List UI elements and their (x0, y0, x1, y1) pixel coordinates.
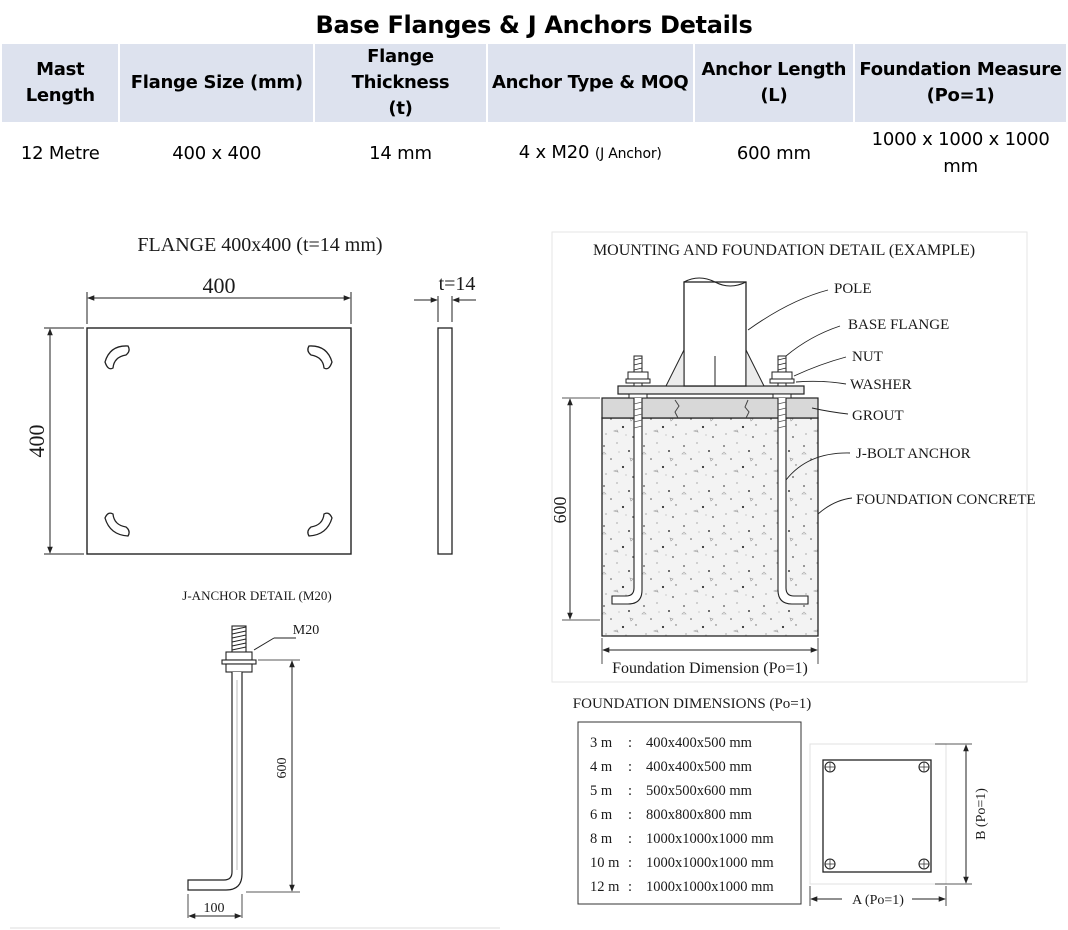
svg-text:12 m: 12 m (590, 879, 620, 895)
svg-text::: : (628, 783, 632, 799)
list-item: 5 m:500x500x600 mm (590, 783, 753, 799)
janchor-thread-label: M20 (293, 623, 319, 638)
label-base-flange: BASE FLANGE (848, 317, 949, 333)
flange-width-dim: 400 (203, 273, 236, 298)
foundation-dims-box (577, 721, 802, 905)
right-j-bolt (769, 355, 809, 605)
svg-text:400x400x500 mm: 400x400x500 mm (646, 759, 753, 775)
svg-text::: : (628, 879, 632, 895)
grout-layer (601, 397, 819, 419)
flange-slots (104, 345, 333, 537)
list-item: 4 m:400x400x500 mm (590, 759, 753, 775)
label-foundation-concrete: FOUNDATION CONCRETE (856, 492, 1036, 508)
mounting-bottom-label: Foundation Dimension (Po=1) (612, 660, 808, 677)
mounting-title: MOUNTING AND FOUNDATION DETAIL (EXAMPLE) (593, 242, 975, 259)
flange-height-dim: 400 (24, 425, 49, 458)
janchor-hook-dim: 100 (204, 901, 225, 916)
svg-text:500x500x600 mm: 500x500x600 mm (646, 783, 753, 799)
svg-text:10 m: 10 m (590, 855, 620, 871)
label-nut: NUT (852, 349, 883, 365)
foundation-dimensions: FOUNDATION DIMENSIONS (Po=1) 3 m:400x400… (573, 696, 989, 908)
header-anchor-type: Anchor Type & MOQ (487, 44, 693, 122)
svg-text:3 m: 3 m (590, 735, 613, 751)
plan-a-label: A (Po=1) (852, 893, 904, 908)
label-j-bolt-anchor: J-BOLT ANCHOR (856, 446, 971, 462)
svg-text::: : (628, 735, 632, 751)
janchor-drawing: J-ANCHOR DETAIL (M20) M20 600 100 (10, 588, 500, 929)
mounting-drawing: MOUNTING AND FOUNDATION DETAIL (EXAMPLE) (550, 231, 1036, 683)
left-j-bolt (611, 355, 651, 605)
list-item: 10 m:1000x1000x1000 mm (590, 855, 774, 871)
base-flange (617, 385, 805, 395)
svg-text:5 m: 5 m (590, 783, 613, 799)
cell-anchor-type: 4 x M20 (J Anchor) (518, 141, 662, 163)
svg-text::: : (628, 807, 632, 823)
svg-text:800x800x800 mm: 800x800x800 mm (646, 807, 753, 823)
svg-text:1000x1000x1000 mm: 1000x1000x1000 mm (646, 879, 774, 895)
svg-text:8 m: 8 m (590, 831, 613, 847)
cell-anchor-length: 600 mm (736, 142, 811, 164)
header-flange-size: Flange Size (mm) (120, 44, 314, 122)
svg-text::: : (628, 831, 632, 847)
janchor-length-dim: 600 (275, 758, 290, 779)
mounting-depth-dim: 600 (550, 497, 570, 524)
page-title: Base Flanges & J Anchors Details (315, 11, 753, 39)
flange-title: FLANGE 400x400 (t=14 mm) (137, 234, 382, 256)
cell-flange-thickness: 14 mm (369, 142, 432, 164)
flange-thickness-dim: t=14 (439, 273, 476, 295)
table-row: 12 Metre 400 x 400 14 mm 4 x M20 (J Anch… (2, 122, 1066, 184)
svg-text:400x400x500 mm: 400x400x500 mm (646, 735, 753, 751)
flange-plate (86, 327, 352, 555)
list-item: 8 m:1000x1000x1000 mm (590, 831, 774, 847)
list-item: 3 m:400x400x500 mm (590, 735, 753, 751)
svg-text:6 m: 6 m (590, 807, 613, 823)
janchor-title: J-ANCHOR DETAIL (M20) (182, 588, 331, 603)
label-grout: GROUT (852, 408, 904, 424)
cell-mast-length: 12 Metre (20, 142, 100, 164)
svg-text:1000x1000x1000 mm: 1000x1000x1000 mm (646, 855, 774, 871)
cell-flange-size: 400 x 400 (172, 142, 262, 164)
foundation-plan-view (822, 759, 932, 873)
label-pole: POLE (834, 281, 872, 297)
label-washer: WASHER (850, 377, 912, 393)
header-anchor-length: Anchor Length(L) (694, 44, 854, 122)
header-flange-thickness: Flange Thickness(t) (315, 44, 486, 122)
plan-b-label: B (Po=1) (974, 788, 989, 840)
foundation-dims-title: FOUNDATION DIMENSIONS (Po=1) (573, 696, 811, 712)
list-item: 6 m:800x800x800 mm (590, 807, 753, 823)
list-item: 12 m:1000x1000x1000 mm (590, 879, 774, 895)
header-foundation-measure: Foundation Measure(Po=1) (855, 44, 1066, 122)
svg-text::: : (628, 759, 632, 775)
flange-drawing: FLANGE 400x400 (t=14 mm) 400 400 t=14 (24, 234, 476, 555)
svg-text::: : (628, 855, 632, 871)
flange-side-view (437, 327, 453, 555)
svg-text:4 m: 4 m (590, 759, 613, 775)
svg-text:1000x1000x1000 mm: 1000x1000x1000 mm (646, 831, 774, 847)
foundation-dims-list: 3 m:400x400x500 mm 4 m:400x400x500 mm 5 … (590, 735, 774, 895)
